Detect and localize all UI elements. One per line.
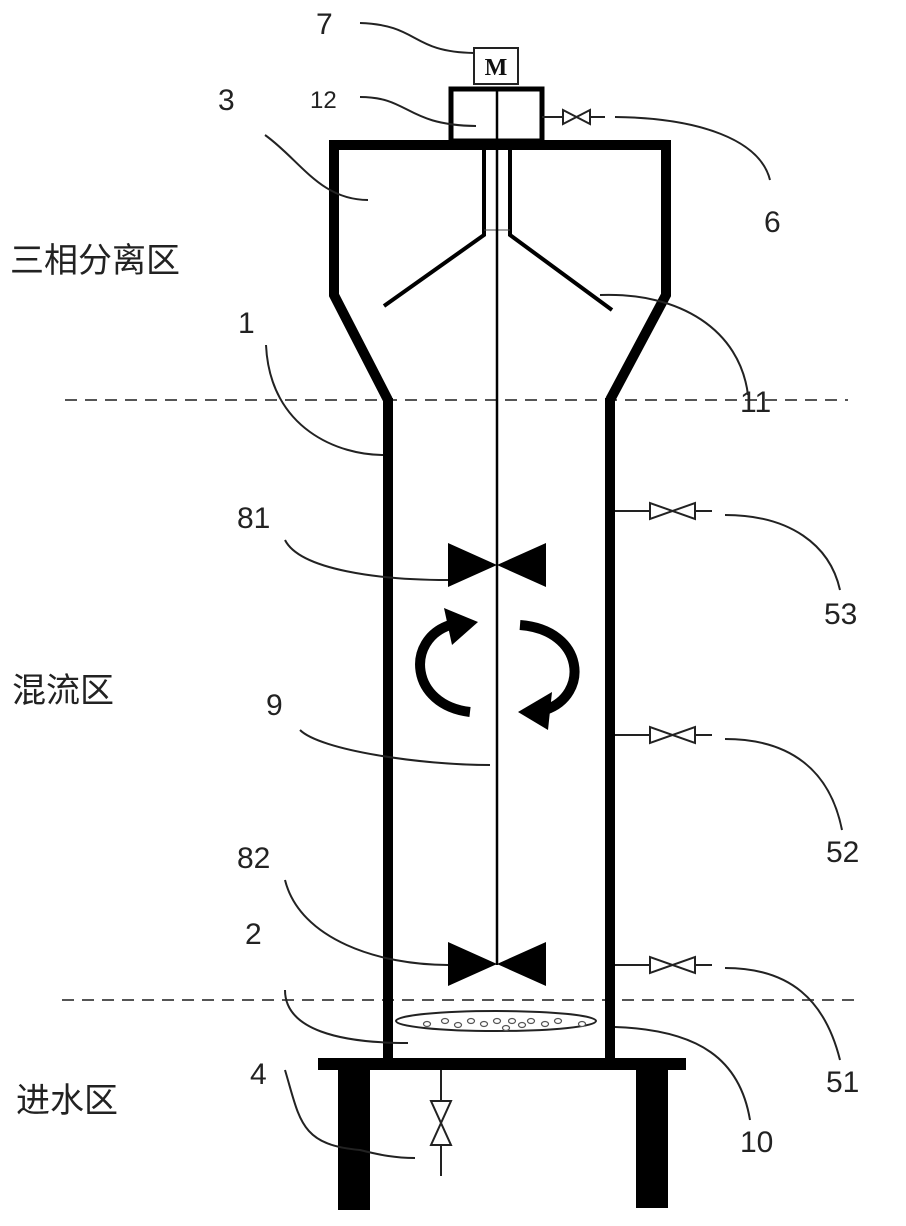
sampling-valve-52-icon xyxy=(615,727,712,743)
label-11: 11 xyxy=(740,386,771,419)
water-distributor xyxy=(396,1011,596,1031)
support-leg-right xyxy=(636,1070,668,1208)
leader-lines xyxy=(265,23,842,1158)
circulation-arrow-right-icon xyxy=(518,625,575,730)
motor-symbol: M xyxy=(485,55,508,81)
support-leg-left xyxy=(338,1070,370,1210)
zone-label-separation: 三相分离区 xyxy=(10,241,180,281)
separator-vessel-wall xyxy=(334,145,666,400)
gas-outlet-valve-icon xyxy=(542,110,605,124)
label-10: 10 xyxy=(740,1126,773,1159)
base-plate xyxy=(318,1058,686,1070)
label-9: 9 xyxy=(266,689,283,722)
label-81: 81 xyxy=(237,502,270,535)
label-3: 3 xyxy=(218,84,235,117)
label-52: 52 xyxy=(826,836,859,869)
label-6: 6 xyxy=(764,206,781,239)
circulation-arrow-left-icon xyxy=(420,608,478,712)
label-53: 53 xyxy=(824,598,857,631)
sampling-valve-53-icon xyxy=(615,503,712,519)
label-7: 7 xyxy=(316,8,333,41)
inlet-valve-icon xyxy=(431,1070,451,1176)
zone-label-inlet: 进水区 xyxy=(16,1081,118,1121)
label-1: 1 xyxy=(238,307,255,340)
zone-label-mixing: 混流区 xyxy=(12,671,114,711)
label-82: 82 xyxy=(237,842,270,875)
label-2: 2 xyxy=(245,918,262,951)
label-12: 12 xyxy=(310,87,337,114)
sampling-valve-51-icon xyxy=(615,957,712,973)
label-4: 4 xyxy=(250,1058,267,1091)
label-51: 51 xyxy=(826,1066,859,1099)
